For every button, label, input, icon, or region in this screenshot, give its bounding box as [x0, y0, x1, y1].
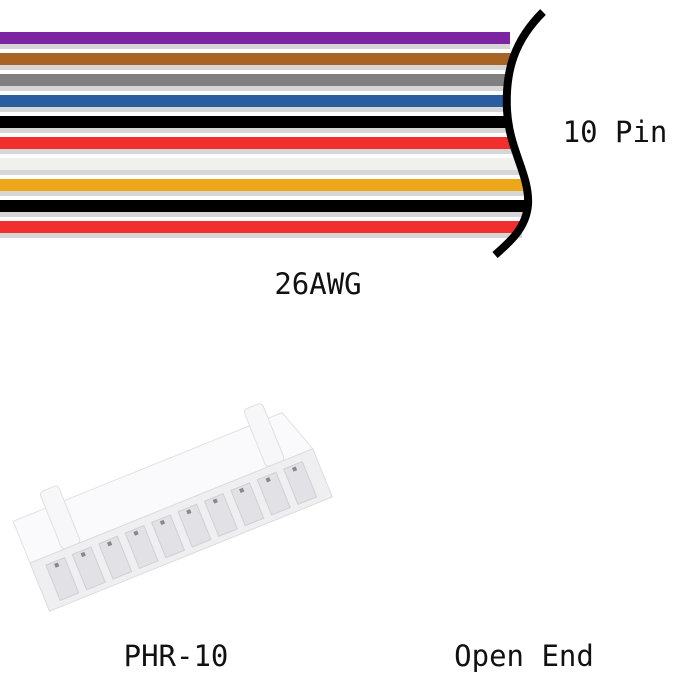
- wire-5: [0, 116, 508, 128]
- wire-shadow: [0, 107, 507, 112]
- pin-contact: [54, 562, 60, 568]
- connector-front-face: [29, 448, 333, 612]
- open-end-label: Open End: [454, 639, 594, 673]
- pin-contact: [80, 551, 86, 558]
- pin-contact: [265, 477, 271, 483]
- pin-slot: [203, 492, 238, 537]
- wire-shadow: [0, 233, 522, 238]
- phr-10-connector: [12, 403, 333, 612]
- pin-contact: [186, 509, 192, 515]
- wire-6: [0, 137, 512, 149]
- pin-slot: [230, 482, 265, 527]
- wire-1: [0, 32, 510, 44]
- wire-9: [0, 200, 528, 212]
- wire-4: [0, 95, 507, 107]
- wire-shadow: [0, 65, 513, 70]
- pin-slot: [177, 503, 212, 548]
- cable-break-curve: [492, 9, 546, 259]
- wire-7: [0, 158, 520, 170]
- wire-gauge-label: 26AWG: [274, 267, 362, 301]
- pin-contact: [212, 498, 218, 504]
- pin-slot: [256, 471, 291, 516]
- pin-contact: [291, 466, 298, 472]
- wire-3: [0, 74, 508, 86]
- wire-shadow: [0, 149, 512, 154]
- wire-shadow: [0, 128, 508, 133]
- pin-slot: [124, 525, 159, 570]
- pin-slot: [45, 557, 80, 602]
- pin-slot: [151, 514, 186, 559]
- wire-10: [0, 221, 522, 233]
- wire-shadow: [0, 170, 520, 175]
- pin-contact: [239, 487, 245, 494]
- pin-slot: [71, 546, 106, 591]
- pin-contact: [106, 541, 113, 547]
- pin-slot: [98, 535, 133, 580]
- wire-shadow: [0, 212, 528, 217]
- pin-contact: [133, 530, 139, 536]
- wire-shadow: [0, 44, 510, 49]
- pin-contact: [159, 519, 166, 526]
- wire-shadow: [0, 191, 527, 196]
- connector-label: PHR-10: [123, 639, 229, 673]
- pin-slot: [283, 460, 318, 505]
- wire-shadow: [0, 86, 508, 91]
- wire-8: [0, 179, 527, 191]
- pin-count-label: 10 Pin: [562, 115, 668, 149]
- wire-2: [0, 53, 513, 65]
